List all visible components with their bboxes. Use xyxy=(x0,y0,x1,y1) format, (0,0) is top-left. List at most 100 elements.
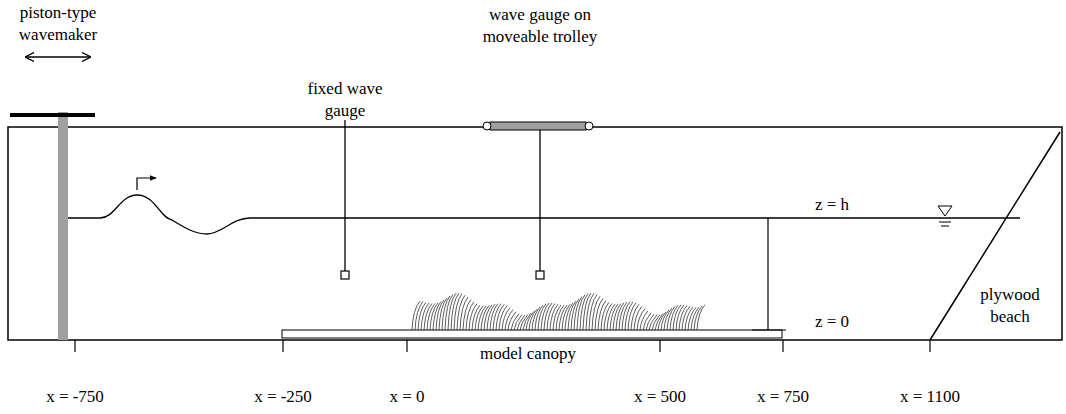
canopy-blade xyxy=(676,305,684,330)
canopy-blade xyxy=(448,293,456,330)
canopy-blade xyxy=(667,306,675,330)
canopy-blade xyxy=(457,295,465,330)
canopy-blade xyxy=(610,304,618,330)
canopy-blade xyxy=(673,305,681,330)
canopy-blade xyxy=(490,304,498,330)
canopy-blade xyxy=(529,309,537,330)
canopy-blade xyxy=(592,296,600,330)
canopy-blade xyxy=(628,303,636,330)
wave-direction-arrow xyxy=(137,178,156,190)
position-label: x = 500 xyxy=(615,386,705,408)
canopy-blade xyxy=(481,306,489,330)
canopy-blade xyxy=(445,294,453,330)
canopy-blade xyxy=(565,303,573,330)
trolley xyxy=(490,122,586,130)
canopy-blade xyxy=(433,302,441,330)
canopy-base-plate xyxy=(282,330,782,338)
canopy-blade xyxy=(682,306,690,330)
canopy-blade xyxy=(550,304,558,330)
canopy-blade xyxy=(547,303,555,330)
canopy-blade xyxy=(418,302,426,330)
canopy-blade xyxy=(622,302,630,330)
fixed-gauge-rod xyxy=(344,120,345,271)
canopy-blade xyxy=(589,295,597,330)
trolley-wheel xyxy=(585,122,593,130)
canopy-blade xyxy=(412,301,420,330)
spacer xyxy=(22,54,95,66)
canopy-blade xyxy=(655,313,663,330)
canopy-blade xyxy=(472,305,480,330)
canopy-blade xyxy=(517,315,525,330)
canopy-blade xyxy=(532,307,540,330)
canopy-blade xyxy=(607,304,615,330)
canopy-blade xyxy=(598,301,606,330)
trolley-gauge-label: wave gauge on moveable trolley xyxy=(475,4,605,48)
canopy-blade xyxy=(691,307,699,330)
canopy-blade xyxy=(454,294,462,330)
canopy-blade xyxy=(652,315,660,330)
water-level-symbol xyxy=(938,206,952,216)
canopy-blade xyxy=(463,300,471,330)
canopy-blade xyxy=(664,308,672,330)
fixed-gauge-sensor xyxy=(341,271,349,279)
canopy-blade xyxy=(493,304,501,330)
canopy-blade xyxy=(496,304,504,330)
canopy-blade xyxy=(553,305,561,330)
trolley-gauge-rod xyxy=(539,130,540,271)
canopy-blade xyxy=(424,303,432,330)
canopy-blade xyxy=(688,307,696,330)
canopy-blade xyxy=(679,305,687,330)
canopy-blade xyxy=(694,306,702,330)
water-level-ticks xyxy=(939,222,951,226)
canopy-blade xyxy=(526,311,534,330)
canopy-blade xyxy=(559,305,567,330)
canopy-blade xyxy=(442,296,450,330)
trolley-wheel xyxy=(483,122,491,130)
water-surface xyxy=(68,195,1020,234)
bed-label: z = 0 xyxy=(792,311,872,333)
trolley-gauge-sensor xyxy=(536,271,544,279)
position-label: x = -250 xyxy=(238,386,328,408)
canopy-blade xyxy=(451,293,459,330)
canopy-blades xyxy=(412,293,705,330)
canopy-blade xyxy=(436,300,444,330)
position-label: x = -750 xyxy=(30,386,120,408)
depth-marker xyxy=(752,218,786,330)
canopy-blade xyxy=(604,303,612,330)
canopy-blade xyxy=(475,306,483,330)
canopy-label: model canopy xyxy=(458,343,598,365)
canopy-blade xyxy=(625,302,633,330)
canopy-blade xyxy=(487,304,495,330)
flume-tank xyxy=(8,127,1062,340)
wavemaker-motion-arrow xyxy=(26,56,90,57)
canopy-blade xyxy=(427,303,435,330)
canopy-blade xyxy=(520,314,528,330)
canopy-blade xyxy=(538,304,546,330)
beach-label: plywood beach xyxy=(972,284,1048,328)
canopy-blade xyxy=(421,303,429,330)
fixed-gauge-label: fixed wave gauge xyxy=(300,78,390,122)
position-label: x = 750 xyxy=(738,386,828,408)
canopy-blade xyxy=(478,306,486,330)
canopy-blade xyxy=(562,304,570,330)
depth-label: z = h xyxy=(792,194,872,216)
canopy-blade xyxy=(661,310,669,330)
canopy-blade xyxy=(577,295,585,330)
wavemaker-label: piston-type wavemaker xyxy=(8,2,108,46)
canopy-blade xyxy=(556,305,564,330)
canopy-blade xyxy=(466,302,474,330)
wavemaker-beam xyxy=(10,113,95,117)
canopy-blade xyxy=(523,313,531,330)
canopy-blade xyxy=(685,307,693,330)
canopy-blade xyxy=(583,293,591,330)
canopy-blade xyxy=(430,303,438,330)
canopy-blade xyxy=(613,304,621,330)
plywood-beach-slope xyxy=(930,132,1060,340)
canopy-blade xyxy=(586,293,594,330)
canopy-blade xyxy=(595,298,603,330)
canopy-blade xyxy=(697,305,705,330)
canopy-blade xyxy=(616,303,624,330)
canopy-blade xyxy=(670,305,678,330)
canopy-blade xyxy=(460,297,468,330)
canopy-blade xyxy=(619,302,627,330)
